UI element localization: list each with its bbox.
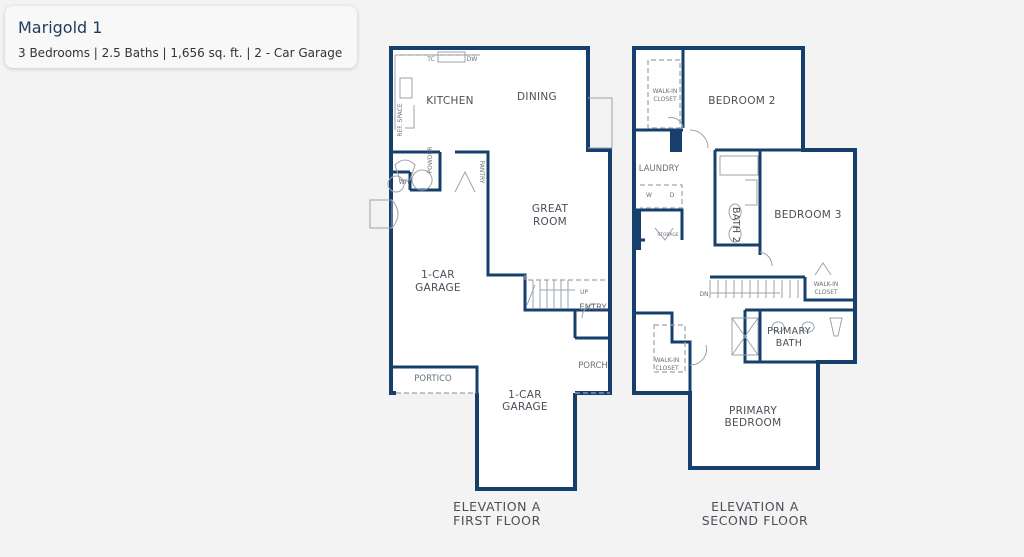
room-label-great-room: GREAT xyxy=(532,203,569,215)
room-label-laundry: LAUNDRY xyxy=(639,164,680,174)
label-dryer: D xyxy=(670,192,675,199)
room-label-portico: PORTICO xyxy=(414,374,452,384)
room-label-kitchen: KITCHEN xyxy=(426,95,474,107)
first-floor-caption: FIRST FLOOR xyxy=(453,513,541,528)
room-label-primary-bedroom: BEDROOM xyxy=(725,417,782,429)
room-label-garage-2: GARAGE xyxy=(502,401,548,413)
label-stairs-up: UP xyxy=(580,289,588,296)
room-label-garage-2: 1-CAR xyxy=(508,389,542,401)
room-label-primary-bedroom: PRIMARY xyxy=(729,405,777,417)
second-floor-stairs xyxy=(709,280,799,298)
first-floor-caption: ELEVATION A xyxy=(453,499,541,514)
second-floor-caption: SECOND FLOOR xyxy=(702,513,809,528)
room-label-walkin-closet: WALK-IN xyxy=(653,88,678,95)
room-label-walkin-closet: CLOSET xyxy=(653,96,677,103)
room-label-primary-bath: PRIMARY xyxy=(767,326,811,337)
room-label-bedroom-2: BEDROOM 2 xyxy=(708,95,776,107)
second-floor-plan: WALK-IN CLOSET BEDROOM 2 LAUNDRY W D STO… xyxy=(632,46,857,528)
first-floor-outer-wall xyxy=(389,46,612,491)
first-floor-plan: KITCHEN DINING GREAT ROOM 1-CAR GARAGE 1… xyxy=(369,46,613,528)
label-trash-compactor: TC xyxy=(426,56,435,63)
label-dishwasher: DW xyxy=(467,56,478,63)
label-washer: W xyxy=(646,192,652,199)
room-label-bedroom-3: BEDROOM 3 xyxy=(774,209,842,221)
label-water-heater: WH xyxy=(399,179,409,186)
room-label-garage-1: 1-CAR xyxy=(421,269,455,281)
plan-title: Marigold 1 xyxy=(18,18,103,37)
room-label-walkin-closet: CLOSET xyxy=(655,365,679,372)
second-floor-caption: ELEVATION A xyxy=(711,499,799,514)
label-stairs-down: DN xyxy=(699,291,708,298)
room-label-walkin-closet: WALK-IN xyxy=(814,281,839,288)
room-label-great-room: ROOM xyxy=(533,216,567,228)
room-label-entry: ENTRY xyxy=(579,303,607,313)
room-label-garage-1: GARAGE xyxy=(415,282,461,294)
second-floor-interior-walls xyxy=(634,48,855,393)
room-label-walkin-closet: CLOSET xyxy=(814,289,838,296)
room-label-dining: DINING xyxy=(517,91,557,103)
first-floor-stairs xyxy=(532,280,569,308)
room-label-ref-space: REF. SPACE xyxy=(397,103,404,136)
room-label-primary-bath: BATH xyxy=(776,338,802,349)
room-label-bath-2: BATH 2 xyxy=(730,207,741,243)
room-label-powder: POWDER xyxy=(427,147,434,174)
plan-info-card: Marigold 1 3 Bedrooms | 2.5 Baths | 1,65… xyxy=(5,6,357,68)
room-label-porch: PORCH xyxy=(578,361,608,371)
first-floor-fill xyxy=(391,48,610,489)
room-label-storage: STORAGE xyxy=(657,232,679,238)
plan-specs: 3 Bedrooms | 2.5 Baths | 1,656 sq. ft. |… xyxy=(18,46,343,60)
room-label-walkin-closet: WALK-IN xyxy=(655,357,680,364)
room-label-pantry: PANTRY xyxy=(478,161,485,184)
